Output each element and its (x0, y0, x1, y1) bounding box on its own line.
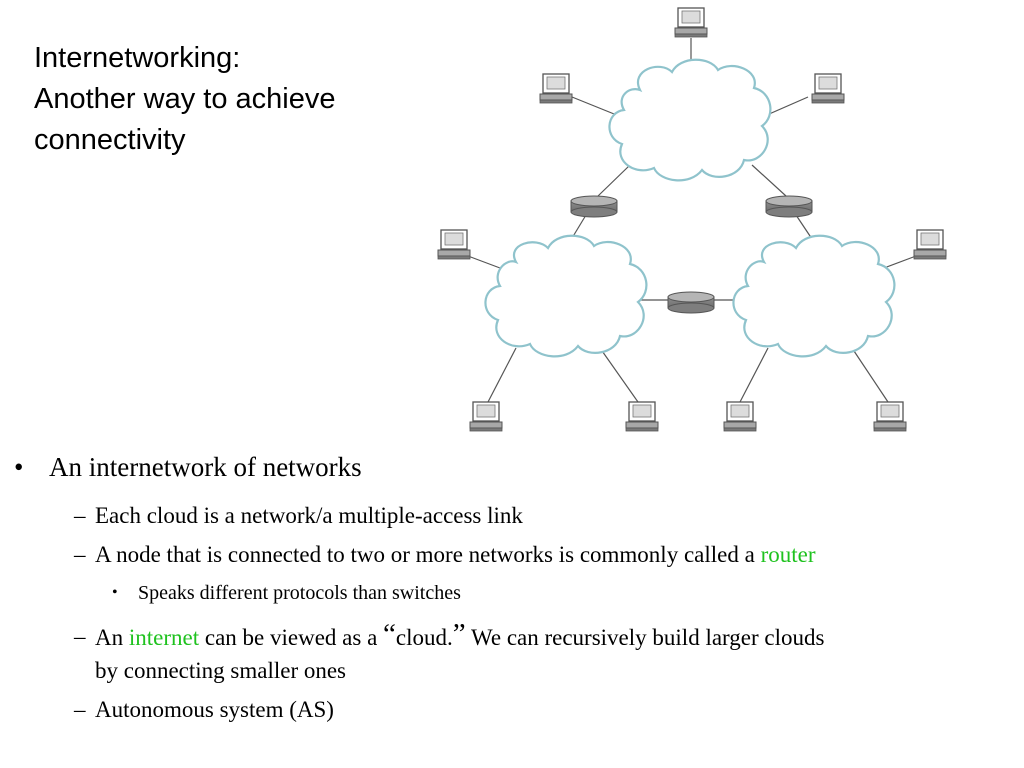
bullet-text: An internet can be viewed as a “cloud.” … (95, 618, 825, 687)
bullet-marker: • (112, 584, 118, 601)
dash-marker: – (74, 542, 86, 567)
highlight-router: router (760, 542, 816, 567)
dash-marker: – (74, 503, 86, 528)
bullet-text: Each cloud is a network/a multiple-acces… (95, 503, 523, 528)
title-line-3: connectivity (34, 124, 186, 156)
left-cloud (484, 234, 648, 358)
dash-marker: – (74, 624, 86, 649)
slide-title: Internetworking: Another way to achieve … (34, 38, 414, 161)
title-line-1: Internetworking: (34, 42, 241, 74)
bullet-text-part: We can recursively build larger clouds (465, 625, 825, 650)
close-quote: ” (452, 618, 466, 650)
cloud-icon (484, 58, 896, 358)
top-cloud (608, 58, 772, 182)
bullet-text-part: cloud. (395, 625, 453, 650)
right-cloud (732, 234, 896, 358)
bullet-text: An internetwork of networks (49, 452, 362, 482)
highlight-internet: internet (128, 625, 200, 650)
bullet-text-part: by connecting smaller ones (95, 658, 347, 683)
title-line-2: Another way to achieve (34, 83, 336, 115)
open-quote: “ (383, 618, 396, 650)
bullet-marker: • (14, 452, 24, 482)
bullet-text-part: An (95, 625, 129, 650)
bullet-text-part: A node that is connected to two or more … (95, 542, 761, 567)
bullet-text: Speaks different protocols than switches (138, 582, 461, 604)
bullet-text-part: can be viewed as a (199, 625, 384, 650)
bullet-text: A node that is connected to two or more … (95, 542, 815, 568)
network-diagram (437, 7, 947, 432)
dash-marker: – (74, 697, 86, 722)
bullet-text: Autonomous system (AS) (95, 697, 334, 722)
